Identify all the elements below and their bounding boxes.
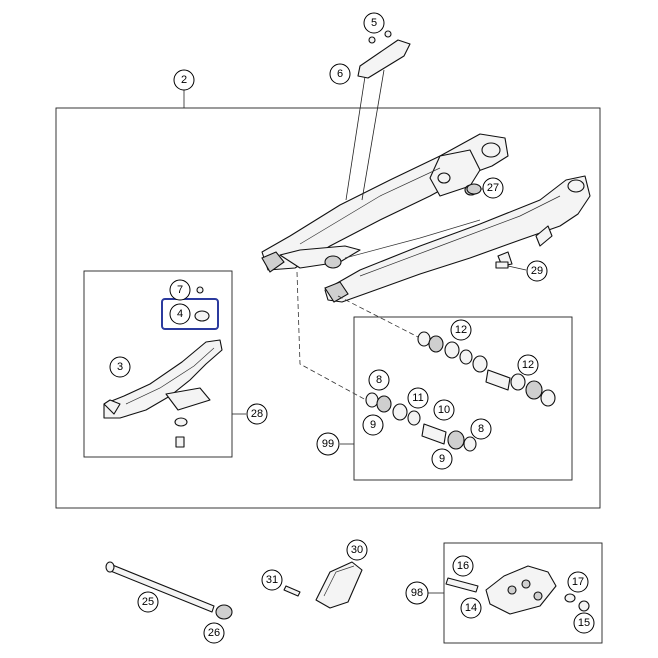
callout-9-right[interactable]: 9 [431, 448, 453, 470]
chain-slider-frame [83, 270, 233, 458]
callout-label: 5 [371, 17, 377, 29]
axle-drawing [105, 561, 233, 620]
callout-30[interactable]: 30 [346, 539, 368, 561]
callout-26[interactable]: 26 [203, 622, 225, 644]
bearing-kit-drawing [365, 331, 556, 452]
callout-label: 12 [455, 324, 467, 336]
bearing-kit-frame [353, 316, 573, 481]
callout-label: 8 [478, 423, 484, 435]
callout-5[interactable]: 5 [363, 12, 385, 34]
callout-98[interactable]: 98 [405, 581, 429, 605]
swingarm-drawing [261, 133, 591, 303]
callout-label: 9 [439, 453, 445, 465]
callout-9-left[interactable]: 9 [362, 414, 384, 436]
pivot-hole [324, 255, 342, 269]
chain-guard-drawing [283, 561, 363, 609]
callout-6[interactable]: 6 [329, 63, 351, 85]
callout-label: 15 [578, 617, 590, 629]
dash-leader-pivot [296, 271, 367, 401]
callout-27[interactable]: 27 [482, 177, 504, 199]
callout-label: 17 [572, 576, 584, 588]
callout-12-right[interactable]: 12 [517, 354, 539, 376]
callout-label: 9 [370, 419, 376, 431]
callout-label: 3 [117, 361, 123, 373]
callout-15[interactable]: 15 [573, 612, 595, 634]
callout-label: 27 [487, 182, 499, 194]
callout-10[interactable]: 10 [433, 399, 455, 421]
bracket-29 [495, 261, 509, 269]
callout-label: 4 [177, 308, 183, 320]
chain-guide-drawing [445, 565, 590, 615]
callout-4[interactable]: 4 [169, 303, 191, 325]
callout-25[interactable]: 25 [137, 591, 159, 613]
callout-label: 25 [142, 596, 154, 608]
chain-slider-drawing [103, 286, 223, 448]
callout-label: 30 [351, 544, 363, 556]
callout-label: 12 [522, 359, 534, 371]
callout-label: 7 [177, 284, 183, 296]
callout-2[interactable]: 2 [173, 69, 195, 91]
callout-label: 99 [322, 438, 334, 450]
callout-label: 8 [376, 374, 382, 386]
callout-label: 14 [465, 602, 477, 614]
callout-label: 10 [438, 404, 450, 416]
callout-label: 31 [266, 574, 278, 586]
callout-label: 16 [457, 560, 469, 572]
callout-17[interactable]: 17 [567, 571, 589, 593]
callout-label: 98 [411, 587, 423, 599]
callout-label: 26 [208, 627, 220, 639]
callout-99[interactable]: 99 [316, 432, 340, 456]
pin-rod-drawing [345, 30, 411, 201]
callout-8-left[interactable]: 8 [368, 369, 390, 391]
callout-28[interactable]: 28 [246, 403, 268, 425]
callout-12-top[interactable]: 12 [450, 319, 472, 341]
rubber-stopper [466, 183, 482, 195]
callout-11[interactable]: 11 [407, 387, 429, 409]
swingarm-group-frame [55, 107, 601, 509]
callout-label: 11 [412, 392, 423, 404]
callout-label: 2 [181, 74, 187, 86]
callout-8-right[interactable]: 8 [470, 418, 492, 440]
callout-7[interactable]: 7 [169, 279, 191, 301]
callout-label: 29 [531, 265, 543, 277]
callout-label: 28 [251, 408, 263, 420]
highlight-box [161, 298, 219, 330]
dash-leader-bearing [337, 295, 421, 339]
callout-29[interactable]: 29 [526, 260, 548, 282]
callout-3[interactable]: 3 [109, 356, 131, 378]
callout-16[interactable]: 16 [452, 555, 474, 577]
callout-14[interactable]: 14 [460, 597, 482, 619]
callout-label: 6 [337, 68, 343, 80]
callout-31[interactable]: 31 [261, 569, 283, 591]
